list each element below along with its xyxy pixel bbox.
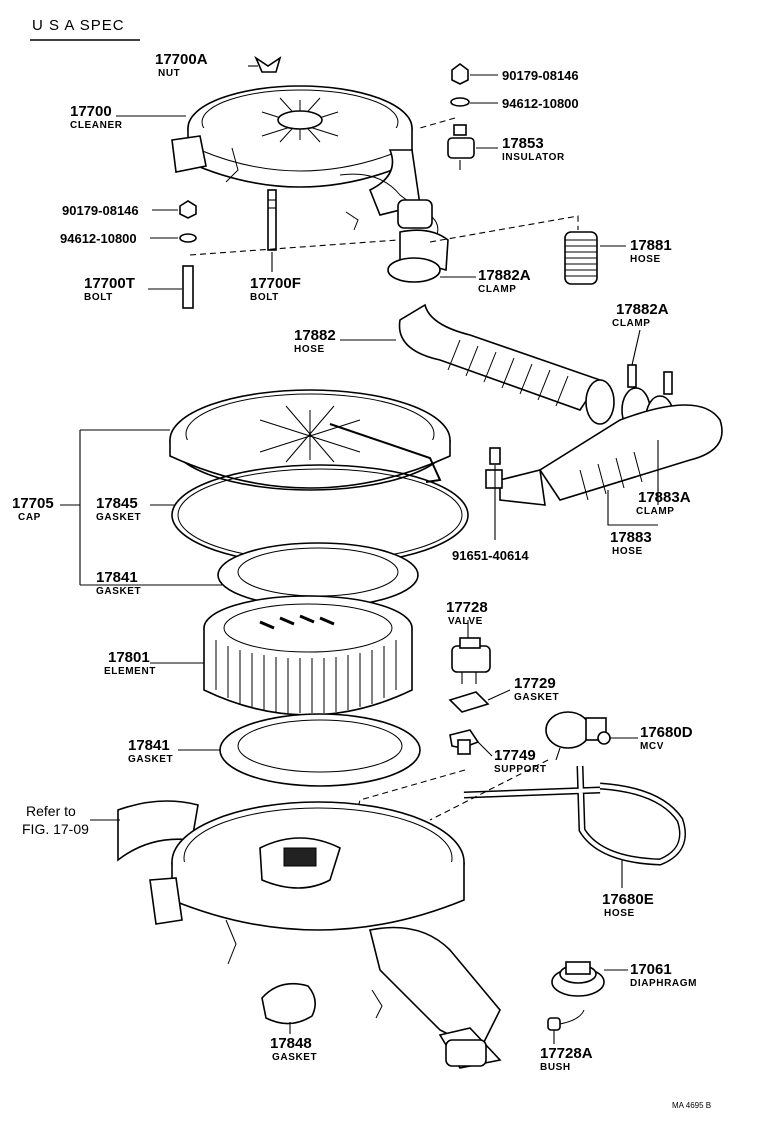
- label-17729-name: GASKET: [514, 692, 559, 703]
- label-17881-name: HOSE: [630, 254, 661, 265]
- label-17881-number: 17881: [630, 237, 672, 254]
- label-17848-name: GASKET: [272, 1052, 317, 1063]
- label-91651: 91651-40614: [452, 548, 529, 563]
- footer-code: MA 4695 B: [672, 1101, 711, 1110]
- leader-17749: [477, 741, 493, 757]
- air-cleaner-top-illustration: [171, 85, 449, 272]
- label-17845-number: 17845: [96, 495, 138, 512]
- label-90179b: 90179-08146: [62, 203, 139, 218]
- label-17841a-name: GASKET: [96, 586, 141, 597]
- gasket-17841-lower-illustration: [219, 713, 421, 787]
- label-17883-number: 17883: [610, 529, 652, 546]
- gasket-17848-illustration: [261, 982, 316, 1025]
- label-17749-number: 17749: [494, 747, 536, 764]
- label-17882-number: 17882: [294, 327, 336, 344]
- leader-17729: [487, 689, 511, 701]
- label-17853-name: INSULATOR: [502, 152, 565, 163]
- label-94612a: 94612-10800: [502, 96, 579, 111]
- label-17700T-name: BOLT: [84, 292, 113, 303]
- label-17882-name: HOSE: [294, 344, 325, 355]
- wing-nut-illustration: [248, 55, 282, 73]
- label-17700A-number: 17700A: [155, 51, 208, 68]
- leader-17882A-2: [631, 329, 641, 366]
- label-17882A-1-number: 17882A: [478, 267, 531, 284]
- label-90179a: 90179-08146: [502, 68, 579, 83]
- label-17680D-number: 17680D: [640, 724, 693, 741]
- label-17061-name: DIAPHRAGM: [630, 978, 697, 989]
- dash-mcv: [429, 759, 549, 821]
- label-17728-name: VALVE: [448, 616, 483, 627]
- label-17728A-number: 17728A: [540, 1045, 593, 1062]
- label-17705-number: 17705: [12, 495, 54, 512]
- label-17700F-name: BOLT: [250, 292, 279, 303]
- nut-washer-insulator-illustration: [447, 63, 475, 170]
- label-17700F-number: 17700F: [250, 275, 301, 292]
- label-17882A-2-number: 17882A: [616, 301, 669, 318]
- hose-17883-illustration: [485, 404, 723, 506]
- hose-17680E-outer: [463, 765, 686, 866]
- label-17841b-number: 17841: [128, 737, 170, 754]
- hose-17680E-inner: [463, 765, 685, 865]
- label-17680E-name: HOSE: [604, 908, 635, 919]
- hose-17881-illustration: [564, 231, 598, 285]
- spec-title: U S A SPEC: [32, 17, 125, 34]
- label-17841b-name: GASKET: [128, 754, 173, 765]
- label-17680E-number: 17680E: [602, 891, 654, 908]
- element-17801-illustration: [203, 595, 413, 716]
- label-94612b: 94612-10800: [60, 231, 137, 246]
- cap-17705-illustration: [169, 389, 451, 491]
- label-17700-name: CLEANER: [70, 120, 123, 131]
- label-17841a-number: 17841: [96, 569, 138, 586]
- label-17883A-name: CLAMP: [636, 506, 675, 517]
- dash-hose-17881: [429, 215, 579, 243]
- refer-line1: Refer to: [26, 803, 76, 819]
- label-17680D-name: MCV: [640, 741, 664, 752]
- label-17700T-number: 17700T: [84, 275, 135, 292]
- refer-line2: FIG. 17-09: [22, 821, 89, 837]
- label-17749-name: SUPPORT: [494, 764, 547, 775]
- label-17061-number: 17061: [630, 961, 672, 978]
- label-17882A-2-name: CLAMP: [612, 318, 651, 329]
- air-cleaner-case-illustration: [117, 800, 502, 1069]
- label-17801-number: 17801: [108, 649, 150, 666]
- dash-insulator: [419, 117, 456, 129]
- label-17883A-number: 17883A: [638, 489, 691, 506]
- mcv-17680D-illustration: [545, 711, 611, 761]
- label-17728A-name: BUSH: [540, 1062, 571, 1073]
- label-17729-number: 17729: [514, 675, 556, 692]
- label-17848-number: 17848: [270, 1035, 312, 1052]
- diaphragm-17061-illustration: [551, 961, 605, 997]
- label-17853-number: 17853: [502, 135, 544, 152]
- bush-17728A-illustration: [547, 1009, 585, 1031]
- clamp-17882A-illustration: [387, 257, 441, 283]
- label-17882A-1-name: CLAMP: [478, 284, 517, 295]
- label-17705-name: CAP: [18, 512, 41, 523]
- label-17845-name: GASKET: [96, 512, 141, 523]
- valve-support-illustration: [448, 637, 491, 755]
- bolt-nut-illustration: [179, 189, 277, 309]
- leader-17883: [607, 490, 658, 526]
- label-17728-number: 17728: [446, 599, 488, 616]
- label-17883-name: HOSE: [612, 546, 643, 557]
- label-17801-name: ELEMENT: [104, 666, 156, 677]
- dash-bolt: [189, 239, 399, 256]
- label-17700-number: 17700: [70, 103, 112, 120]
- hose-17882-illustration: [398, 303, 602, 411]
- label-17700A-name: NUT: [158, 68, 180, 79]
